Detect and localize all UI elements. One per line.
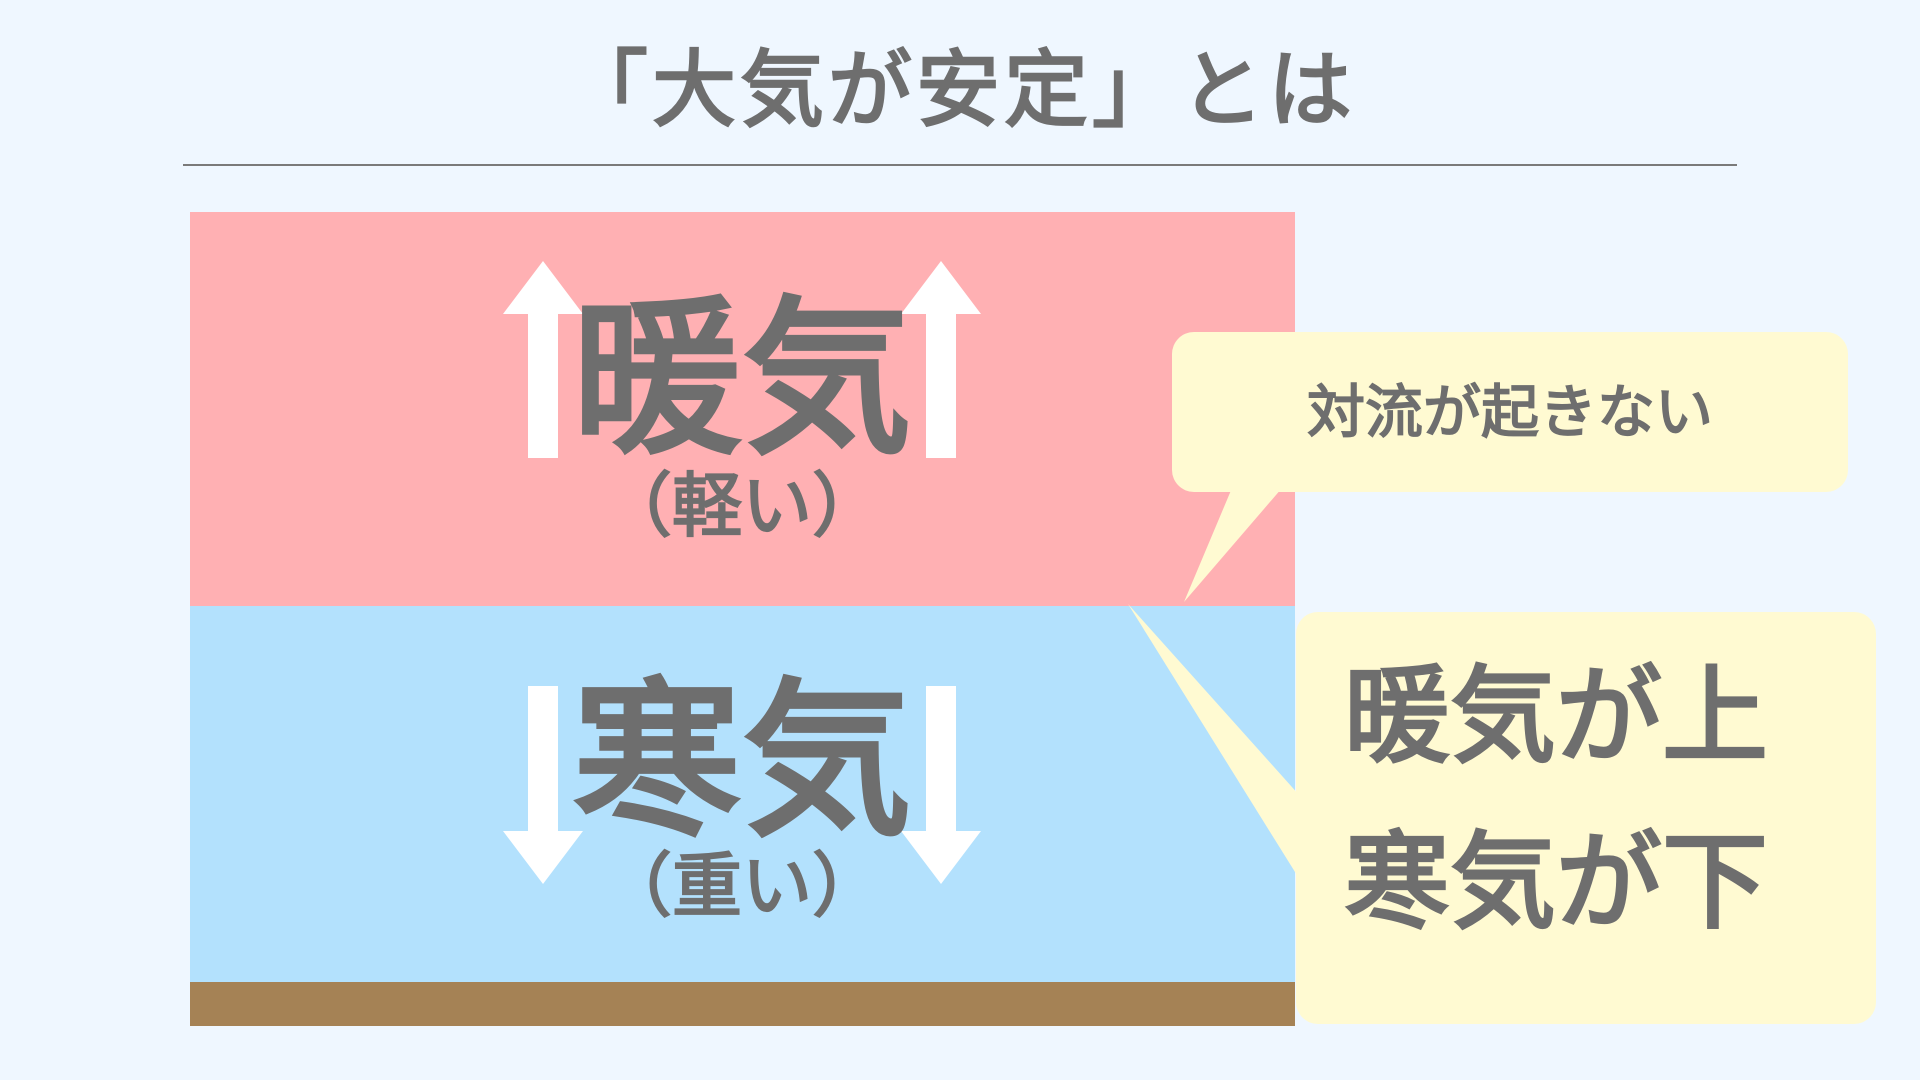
up-arrow-icon	[901, 261, 981, 458]
warm-air-label: 暖気	[572, 281, 912, 479]
cold-air-sublabel: （重い）	[602, 845, 882, 927]
summary-line-cold-below: 寒気が下	[1344, 821, 1768, 944]
summary-line-warm-above: 暖気が上	[1344, 655, 1768, 778]
no-convection-text: 対流が起きない	[1306, 378, 1713, 446]
warm-air-layer	[190, 212, 1295, 606]
summary-text: 暖気が上 寒気が下	[1296, 612, 1872, 1024]
ground-strip	[190, 982, 1295, 1026]
down-arrow-icon	[503, 686, 583, 884]
cold-air-layer	[190, 606, 1295, 982]
cold-air-label: 寒気	[572, 663, 912, 861]
summary-callout	[1128, 604, 1876, 1024]
no-convection-callout	[1172, 332, 1848, 602]
page-title: 「大気が安定」とは	[563, 41, 1356, 139]
warm-air-sublabel: （軽い）	[602, 465, 882, 547]
title-divider	[183, 164, 1737, 166]
down-arrow-icon	[901, 686, 981, 884]
up-arrow-icon	[503, 261, 583, 458]
